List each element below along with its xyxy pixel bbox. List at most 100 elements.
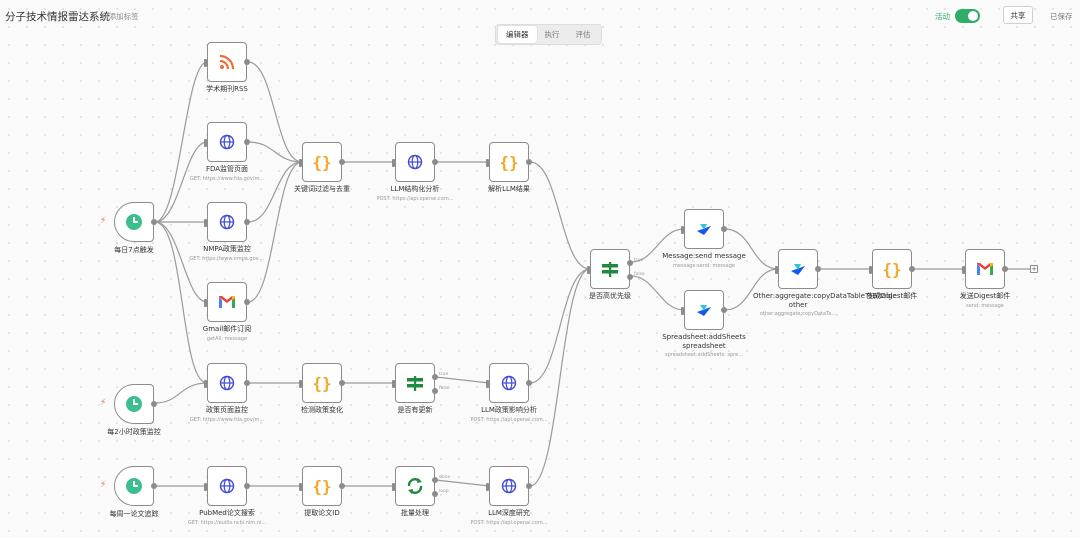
output-port[interactable] bbox=[151, 401, 157, 407]
other-aggregate-node[interactable] bbox=[775, 249, 821, 289]
globe-icon bbox=[219, 478, 235, 494]
output-port[interactable] bbox=[339, 159, 345, 165]
true-output-port[interactable] bbox=[627, 260, 633, 266]
fda-node[interactable] bbox=[204, 122, 250, 162]
is-priority-node[interactable] bbox=[587, 249, 633, 289]
share-button[interactable]: 共享 bbox=[1003, 6, 1033, 24]
node-subtitle: message:send: message bbox=[673, 263, 735, 269]
output-port[interactable] bbox=[151, 483, 157, 489]
gmail-subscribe-node[interactable] bbox=[204, 282, 250, 322]
input-port[interactable] bbox=[204, 483, 207, 491]
input-port[interactable] bbox=[587, 266, 590, 274]
loop-output-port[interactable] bbox=[432, 491, 438, 497]
input-port[interactable] bbox=[962, 266, 965, 274]
tab-executions[interactable]: 执行 bbox=[544, 30, 560, 39]
false-branch-label: false bbox=[439, 386, 450, 391]
if-signpost-icon bbox=[407, 376, 423, 391]
tab-editor[interactable]: 编辑器 bbox=[498, 26, 537, 43]
node-subtitle: getAll: message bbox=[206, 336, 248, 342]
policy-page-node[interactable] bbox=[204, 363, 250, 403]
output-port[interactable] bbox=[339, 380, 345, 386]
input-port[interactable] bbox=[299, 483, 302, 491]
trigger-bolt-icon: ⚡ bbox=[100, 398, 107, 408]
llm-deep-research-node[interactable] bbox=[486, 466, 532, 506]
loop-branch-label: loop bbox=[439, 489, 449, 494]
input-port[interactable] bbox=[392, 380, 395, 388]
output-port[interactable] bbox=[151, 219, 157, 225]
output-port[interactable] bbox=[244, 59, 250, 65]
node-label: 批量处理 bbox=[401, 509, 429, 517]
send-digest-node[interactable] bbox=[962, 249, 1008, 289]
keyword-filter-node[interactable]: {} bbox=[299, 142, 345, 182]
workflow-title[interactable]: 分子技术情报雷达系统 bbox=[5, 11, 110, 23]
llm-struct-node[interactable] bbox=[392, 142, 438, 182]
done-output-port[interactable] bbox=[432, 477, 438, 483]
input-port[interactable] bbox=[681, 226, 684, 234]
message-send-node[interactable] bbox=[681, 209, 727, 249]
output-port[interactable] bbox=[244, 139, 250, 145]
output-port[interactable] bbox=[244, 219, 250, 225]
generate-digest-node[interactable]: {} bbox=[869, 249, 915, 289]
add-node-button[interactable]: + bbox=[1030, 265, 1038, 273]
spreadsheet-node[interactable] bbox=[681, 290, 727, 330]
node-label: 是否有更新 bbox=[397, 406, 433, 414]
trigger-daily-node[interactable] bbox=[114, 202, 157, 242]
gmail-icon bbox=[219, 296, 235, 308]
active-toggle[interactable] bbox=[955, 9, 980, 23]
input-port[interactable] bbox=[681, 307, 684, 315]
output-port[interactable] bbox=[721, 307, 727, 313]
node-label: LLM结构化分析 bbox=[390, 185, 440, 193]
false-output-port[interactable] bbox=[627, 274, 633, 280]
input-port[interactable] bbox=[204, 380, 207, 388]
input-port[interactable] bbox=[299, 380, 302, 388]
false-output-port[interactable] bbox=[432, 388, 438, 394]
output-port[interactable] bbox=[526, 483, 532, 489]
llm-policy-node[interactable] bbox=[486, 363, 532, 403]
node-label: Spreadsheet:addSheets spreadsheet bbox=[662, 333, 746, 350]
input-port[interactable] bbox=[486, 159, 489, 167]
node-label: 政策页面监控 bbox=[206, 406, 248, 414]
output-port[interactable] bbox=[244, 299, 250, 305]
input-port[interactable] bbox=[486, 380, 489, 388]
pubmed-node[interactable] bbox=[204, 466, 250, 506]
add-tag-button[interactable]: + 添加标签 bbox=[100, 12, 139, 21]
trigger-bolt-icon: ⚡ bbox=[100, 480, 107, 490]
trigger-2h-node[interactable] bbox=[114, 384, 157, 424]
node-subtitle: GET: https://www.fda.gov/m... bbox=[189, 417, 265, 423]
node-label: 解析LLM结果 bbox=[488, 185, 530, 193]
batch-node[interactable] bbox=[392, 466, 438, 506]
output-port[interactable] bbox=[1002, 266, 1008, 272]
output-port[interactable] bbox=[815, 266, 821, 272]
output-port[interactable] bbox=[526, 380, 532, 386]
input-port[interactable] bbox=[869, 266, 872, 274]
node-subtitle: other:aggregate:copyDataTa... bbox=[759, 311, 837, 317]
rss-node[interactable] bbox=[204, 42, 250, 82]
input-port[interactable] bbox=[299, 159, 302, 167]
output-port[interactable] bbox=[432, 159, 438, 165]
output-port[interactable] bbox=[244, 380, 250, 386]
extract-id-node[interactable]: {} bbox=[299, 466, 345, 506]
output-port[interactable] bbox=[244, 483, 250, 489]
output-port[interactable] bbox=[721, 226, 727, 232]
nmpa-node[interactable] bbox=[204, 202, 250, 242]
output-port[interactable] bbox=[339, 483, 345, 489]
output-port[interactable] bbox=[526, 159, 532, 165]
node-label: Other:aggregate:copyDataTableToBitable o… bbox=[753, 292, 897, 309]
input-port[interactable] bbox=[204, 219, 207, 227]
input-port[interactable] bbox=[204, 59, 207, 67]
edge bbox=[630, 228, 685, 263]
input-port[interactable] bbox=[204, 139, 207, 147]
has-update-node[interactable] bbox=[392, 363, 438, 403]
parse-llm-node[interactable]: {} bbox=[486, 142, 532, 182]
input-port[interactable] bbox=[392, 159, 395, 167]
input-port[interactable] bbox=[486, 483, 489, 491]
tab-evaluations[interactable]: 评估 bbox=[575, 30, 591, 39]
edge bbox=[724, 228, 779, 270]
true-output-port[interactable] bbox=[432, 374, 438, 380]
input-port[interactable] bbox=[204, 299, 207, 307]
output-port[interactable] bbox=[909, 266, 915, 272]
input-port[interactable] bbox=[775, 266, 778, 274]
detect-change-node[interactable]: {} bbox=[299, 363, 345, 403]
trigger-weekly-node[interactable] bbox=[114, 466, 157, 506]
input-port[interactable] bbox=[392, 483, 395, 491]
